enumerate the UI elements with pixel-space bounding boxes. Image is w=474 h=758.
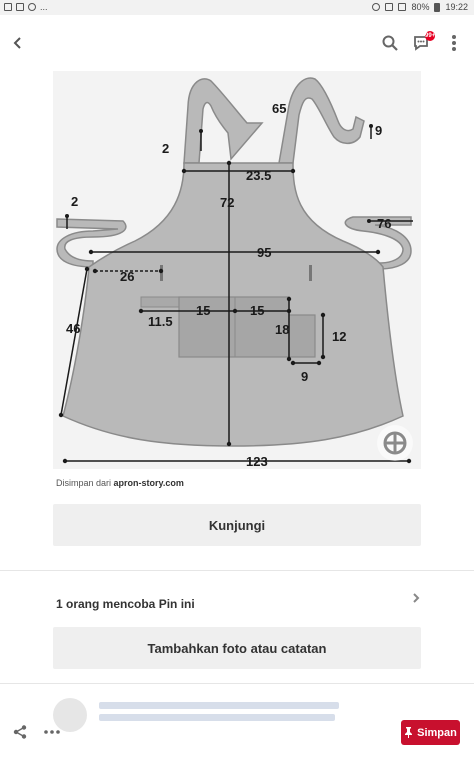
add-photo-label: Tambahkan foto atau catatan	[147, 640, 327, 656]
back-button[interactable]	[4, 29, 32, 57]
more-vertical-icon	[452, 35, 456, 51]
label-pocket-width-right: 15	[250, 303, 264, 318]
label-small-pocket-height: 12	[332, 329, 346, 344]
visit-button[interactable]: Kunjungi	[53, 504, 421, 546]
pin-icon	[405, 727, 413, 738]
label-pocket-height: 18	[275, 322, 289, 337]
alarm-icon	[372, 3, 381, 11]
status-left: ...	[4, 2, 48, 12]
label-strap-width: 2	[162, 141, 169, 156]
battery-percent: 80%	[411, 2, 430, 12]
chevron-right-icon[interactable]	[408, 590, 424, 606]
avatar	[53, 698, 87, 732]
source-prefix: Disimpan dari	[56, 478, 112, 488]
label-pocket-left-height: 11.5	[148, 314, 173, 329]
bottom-bar: Simpan	[0, 712, 474, 758]
label-bottom-width: 123	[246, 454, 268, 469]
label-small-pocket-width: 9	[301, 369, 308, 384]
comment-line	[99, 714, 335, 721]
divider	[0, 683, 474, 684]
upload-icon	[16, 3, 24, 11]
label-neck-end: 9	[375, 123, 382, 138]
label-tie-length: 76	[377, 216, 391, 231]
status-overflow: ...	[40, 2, 48, 12]
apron-diagram: 2 65 9 23.5 72 2 76 95 26 11.5 15 15 18 …	[53, 71, 421, 469]
source-line: Disimpan dari apron-story.com	[56, 478, 184, 488]
status-right: 80% 19:22	[372, 2, 468, 12]
save-button[interactable]: Simpan	[401, 720, 460, 745]
more-horizontal-icon	[44, 730, 60, 734]
save-label: Simpan	[417, 726, 457, 739]
pin-image[interactable]: 2 65 9 23.5 72 2 76 95 26 11.5 15 15 18 …	[53, 71, 421, 469]
wifi-icon	[385, 3, 394, 11]
more-actions-button[interactable]	[38, 718, 66, 746]
signal-icon	[398, 3, 407, 11]
label-neck-strap: 65	[272, 101, 286, 116]
label-tie-width: 2	[71, 194, 78, 209]
clock: 19:22	[445, 2, 468, 12]
whatsapp-icon	[28, 3, 36, 11]
label-side-length: 46	[66, 321, 80, 336]
search-icon	[382, 35, 398, 51]
label-pocket-width-left: 15	[196, 303, 210, 318]
visual-search-icon[interactable]	[377, 425, 413, 461]
divider	[0, 570, 474, 571]
image-icon	[4, 3, 12, 11]
tried-count-text[interactable]: 1 orang mencoba Pin ini	[56, 597, 195, 611]
comment-preview	[53, 698, 473, 732]
label-pocket-offset: 26	[120, 269, 134, 284]
label-length: 72	[220, 195, 234, 210]
add-photo-note-button[interactable]: Tambahkan foto atau catatan	[53, 627, 421, 669]
arrow-left-icon	[13, 37, 21, 49]
top-bar: 99+	[0, 15, 474, 67]
label-waist-width: 95	[257, 245, 271, 260]
source-domain[interactable]: apron-story.com	[113, 478, 184, 488]
search-button[interactable]	[376, 29, 404, 57]
messages-button[interactable]: 99+	[408, 29, 436, 57]
comment-line	[99, 702, 339, 709]
messages-badge: 99+	[425, 31, 436, 41]
battery-icon	[434, 2, 441, 12]
visit-label: Kunjungi	[208, 517, 266, 533]
share-button[interactable]	[6, 718, 34, 746]
label-top-width: 23.5	[246, 168, 271, 183]
share-icon	[13, 725, 27, 739]
more-options-button[interactable]	[440, 29, 468, 57]
status-bar: ... 80% 19:22	[0, 0, 474, 15]
